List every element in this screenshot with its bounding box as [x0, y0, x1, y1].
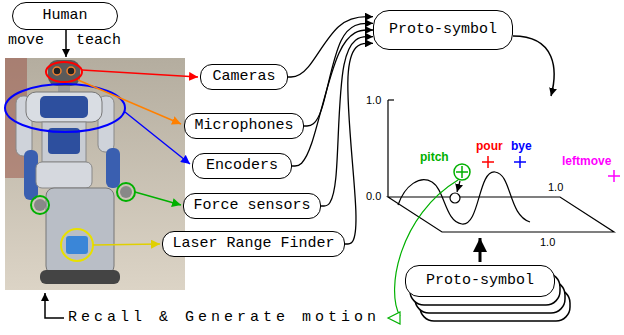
motion-label: pour [476, 139, 503, 153]
robot-base [46, 188, 114, 274]
signal-arrow [321, 37, 373, 206]
actor-box: Human [12, 2, 118, 30]
axis-value: 1.0 [548, 181, 563, 194]
sensor-box: Cameras [200, 64, 288, 90]
sensor-box: Laser Range Finder [162, 231, 345, 257]
new-motion-point [450, 193, 460, 203]
robot-laser [66, 236, 88, 254]
pitch-highlight [454, 164, 470, 180]
cross-marker [482, 156, 494, 168]
pointer-arrow [125, 112, 190, 164]
sensor-box: Force sensors [183, 193, 321, 219]
teach-arrow [65, 30, 67, 57]
box-text: Laser Range Finder [172, 235, 334, 253]
signal-arrow [292, 30, 373, 166]
recall-head [388, 312, 400, 324]
axis-value: 1.0 [540, 236, 555, 249]
box-text: Human [42, 7, 87, 25]
force-highlight [31, 196, 49, 214]
action-label: teach [76, 32, 121, 50]
pointer-arrow [78, 80, 181, 124]
cross-marker [608, 170, 620, 182]
process-label: Recall & Generate motion [68, 309, 380, 327]
axis-value: 0.0 [366, 190, 381, 203]
cross-marker [456, 166, 468, 178]
photo-ground [5, 58, 185, 290]
plot-axis [387, 100, 388, 197]
box-text: Proto-symbol [389, 21, 497, 39]
laser-highlight [61, 229, 93, 261]
robot-hand [34, 199, 46, 211]
box-text: Encoders [206, 157, 278, 175]
box-text: Force sensors [193, 197, 310, 215]
motion-label: leftmove [562, 154, 611, 168]
box-text: Cameras [212, 68, 275, 86]
force-highlight [117, 183, 135, 201]
robot-hand [120, 186, 132, 198]
box-text: Microphones [194, 117, 293, 135]
pointer-arrow [457, 181, 460, 192]
sensor-box: Encoders [192, 153, 292, 179]
action-label: move [8, 32, 44, 50]
signal-arrow [288, 17, 373, 77]
pointer-arrow [93, 244, 160, 245]
pointer-arrow [82, 70, 198, 77]
plot-plane [388, 197, 614, 232]
robot-eye [67, 67, 75, 75]
space-arrow [513, 36, 554, 96]
stack-arrow [479, 238, 482, 262]
robot-eye [53, 67, 61, 75]
robot-hips [36, 162, 92, 188]
robot-wheels [40, 270, 120, 284]
box-text: Proto-symbol [426, 272, 534, 290]
symbol-box: Proto-symbol [373, 10, 513, 50]
signal-arrow [345, 43, 373, 244]
motion-label: pitch [420, 150, 449, 164]
symbol-box: Proto-symbol [405, 265, 555, 297]
sensor-box: Microphones [184, 113, 304, 139]
cross-marker [514, 156, 526, 168]
signal-arrow [304, 23, 373, 126]
pointer-arrow [135, 192, 181, 205]
axis-tick [388, 99, 394, 100]
robot-forearm [106, 148, 120, 188]
robot-waist [42, 122, 86, 162]
axis-value: 1.0 [366, 94, 381, 107]
motion-label: bye [511, 139, 532, 153]
robot-chest [40, 96, 88, 118]
encoder-highlight [5, 84, 125, 132]
camera-highlight [46, 62, 82, 82]
robot-neck [58, 86, 70, 92]
robot-shoulders [26, 92, 102, 122]
recall-arrow [45, 293, 64, 318]
